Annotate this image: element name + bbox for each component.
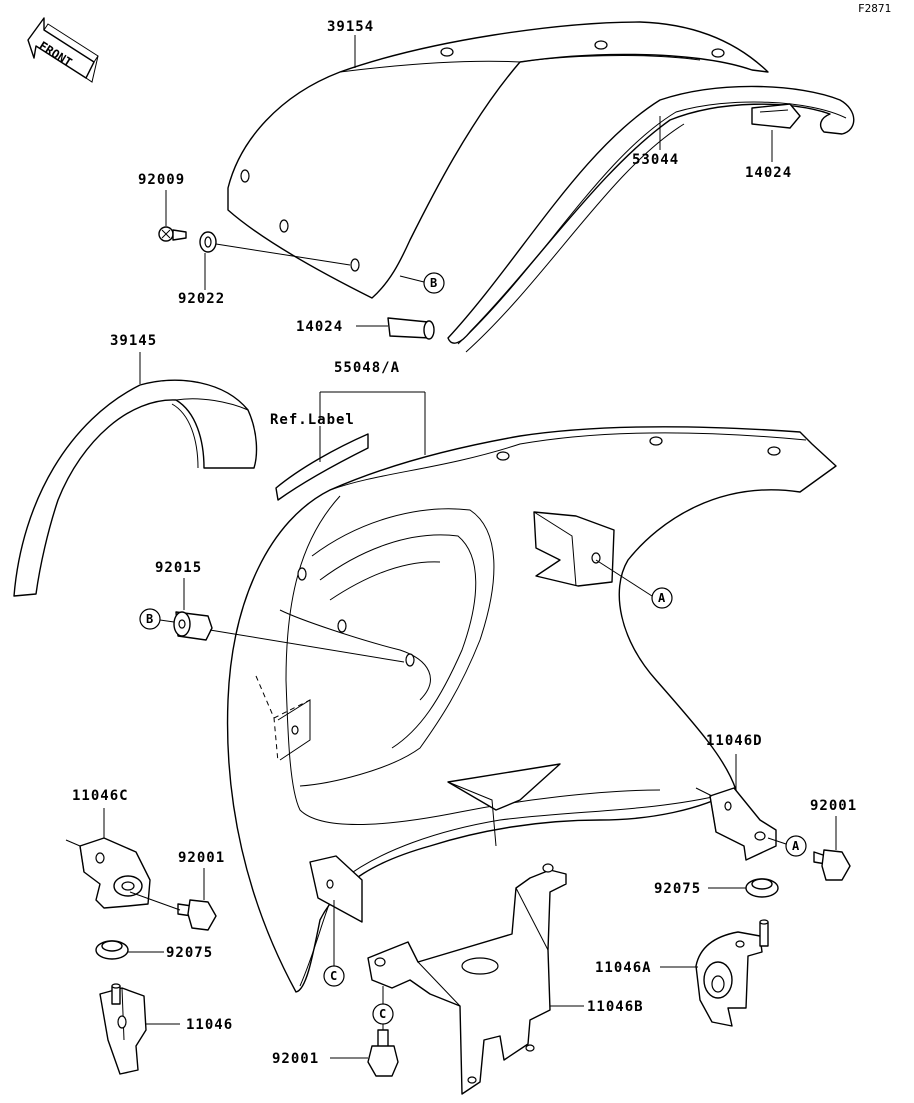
callout-b-2	[139, 608, 161, 630]
label-11046A: 11046A	[595, 960, 652, 976]
label-11046C: 11046C	[72, 788, 129, 804]
svg-text:B: B	[430, 276, 437, 290]
label-11046D: 11046D	[706, 733, 763, 749]
screw-92009	[158, 226, 187, 242]
bracket-11046C	[79, 837, 151, 909]
grommet-92015	[173, 611, 213, 641]
front-arrow-icon: FRONT	[27, 17, 99, 83]
label-92001-bottom: 92001	[272, 1051, 319, 1067]
label-92075-right: 92075	[654, 881, 701, 897]
label-11046: 11046	[186, 1017, 233, 1033]
grommet-92075-right	[745, 878, 779, 898]
label-14024-mid: 14024	[296, 319, 343, 335]
grommet-92075-left	[95, 940, 129, 960]
bolt-92001-left	[177, 899, 217, 931]
label-39145: 39145	[110, 333, 157, 349]
clip-14024-mid	[387, 317, 435, 340]
ref-label-strip	[275, 433, 369, 501]
bracket-a-inner	[533, 511, 615, 587]
bolt-92001-bottom	[367, 1029, 399, 1077]
callout-b-1	[423, 272, 445, 294]
label-92075-left: 92075	[166, 945, 213, 961]
windshield-39154	[227, 21, 769, 299]
label-92022: 92022	[178, 291, 225, 307]
svg-text:B: B	[146, 612, 153, 626]
bracket-11046D	[709, 787, 777, 861]
panel-39145	[13, 379, 258, 597]
label-11046B: 11046B	[587, 999, 644, 1015]
label-14024-top: 14024	[745, 165, 792, 181]
bracket-11046A	[695, 919, 769, 1027]
bolt-92001-right	[813, 849, 851, 881]
bracket-11046	[99, 983, 147, 1075]
label-92001-right: 92001	[810, 798, 857, 814]
label-92009: 92009	[138, 172, 185, 188]
figure-code: F2871	[858, 2, 891, 15]
bracket-11046B	[367, 863, 567, 1095]
label-53044: 53044	[632, 152, 679, 168]
svg-text:C: C	[330, 969, 337, 983]
washer-92022	[199, 231, 217, 253]
callout-a-1	[651, 587, 673, 609]
callout-a-2	[785, 835, 807, 857]
trim-53044	[447, 85, 855, 353]
label-39154: 39154	[327, 19, 374, 35]
label-92015: 92015	[155, 560, 202, 576]
clip-14024-top	[751, 103, 801, 129]
callout-c-1	[323, 965, 345, 987]
svg-text:A: A	[792, 839, 800, 853]
label-55048: 55048/A	[334, 360, 400, 376]
svg-text:A: A	[658, 591, 666, 605]
fairing-55048	[226, 426, 837, 993]
label-ref-label: Ref.Label	[270, 412, 355, 428]
svg-text:C: C	[379, 1007, 386, 1021]
label-92001-left: 92001	[178, 850, 225, 866]
